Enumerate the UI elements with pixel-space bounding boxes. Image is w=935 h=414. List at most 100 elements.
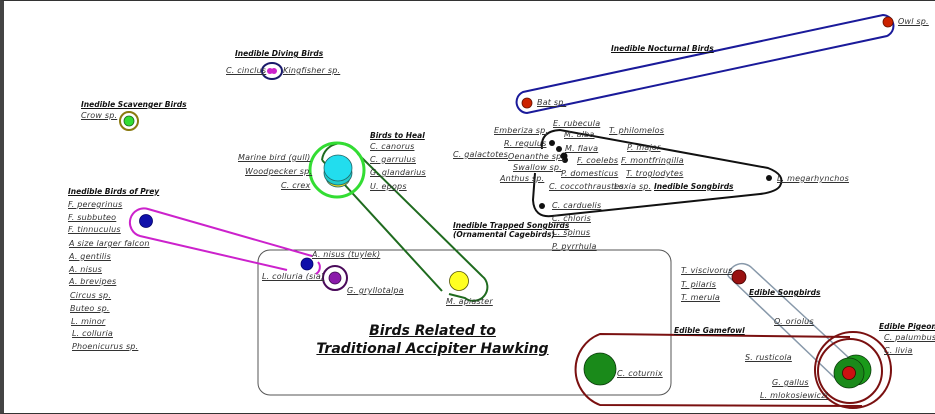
title-trapped: Inedible Trapped Songbirds (Ornamental C… — [453, 221, 570, 239]
label-epops[interactable]: U. epops — [370, 182, 407, 191]
label-garrulus[interactable]: C. garrulus — [370, 155, 416, 164]
title-songbirds: Inedible Songbirds — [654, 182, 734, 191]
nocturnal-capsule — [515, 13, 895, 115]
title-scavenger: Inedible Scavenger Birds — [81, 100, 187, 109]
a-nisus-dot — [300, 257, 314, 271]
label-prey-3[interactable]: A size larger falcon — [69, 239, 150, 248]
title-gamefowl: Edible Gamefowl — [674, 326, 745, 335]
label-prey-0[interactable]: F. peregrinus — [68, 200, 123, 209]
label-prey-5[interactable]: A. nisus — [69, 265, 103, 274]
title-pigeons: Edible Pigeons — [879, 322, 935, 331]
gamefowl-ring-inner — [817, 338, 883, 404]
label-coelebs[interactable]: F. coelebs — [577, 156, 619, 165]
label-livia[interactable]: C. livia — [884, 346, 913, 355]
label-cinclus[interactable]: C. cinclus — [226, 66, 267, 75]
label-prey-1[interactable]: F. subbuteo — [68, 213, 117, 222]
falcon-dot — [139, 214, 153, 228]
label-galactotes[interactable]: C. galactotes — [453, 150, 509, 159]
main-title-line1: Birds Related to — [369, 323, 496, 339]
scavenger-ring — [119, 111, 139, 131]
label-gallus[interactable]: G. gallus — [772, 378, 809, 387]
a-nisus-arc — [315, 261, 321, 275]
label-emberiza[interactable]: Emberiza sp. — [494, 126, 549, 135]
label-glandarius[interactable]: G. glandarius — [370, 168, 426, 177]
label-domesticus[interactable]: P. domesticus — [561, 169, 619, 178]
owl-dot — [882, 16, 894, 28]
label-apiaster[interactable]: M. apiaster — [446, 297, 493, 306]
label-coccothraustes[interactable]: C. coccothraustes — [549, 182, 624, 191]
label-woodpecker[interactable]: Woodpecker sp. — [245, 167, 313, 176]
main-title-line2: Traditional Accipiter Hawking — [316, 341, 549, 357]
title-trapped-line2: (Ornamental Cagebirds) — [453, 230, 555, 239]
label-l-colluria-sia[interactable]: L. colluria (sia) — [262, 272, 325, 281]
label-prey-6[interactable]: A. brevipes — [69, 277, 117, 286]
label-chloris[interactable]: C. chloris — [552, 214, 591, 223]
title-diving: Inedible Diving Birds — [235, 49, 324, 58]
songbird-dot-2 — [556, 146, 562, 152]
title-heal: Birds to Heal — [370, 131, 425, 140]
label-prey-10[interactable]: L. colluria — [72, 329, 113, 338]
label-owl[interactable]: Owl sp. — [898, 17, 929, 26]
songbird-dot-1 — [549, 140, 555, 146]
prey-capsule — [128, 207, 313, 271]
title-nocturnal: Inedible Nocturnal Birds — [611, 44, 714, 53]
label-oriolus[interactable]: O. oriolus — [774, 317, 814, 326]
label-rusticola[interactable]: S. rusticola — [745, 353, 792, 362]
diving-ring — [261, 62, 283, 80]
label-crex[interactable]: C. crex — [281, 181, 311, 190]
apiaster-dot — [449, 271, 469, 291]
label-prey-8[interactable]: Buteo sp. — [70, 304, 110, 313]
label-philomelos[interactable]: T. philomelos — [609, 126, 665, 135]
label-gryllotalpa[interactable]: G. gryllotalpa — [347, 286, 404, 295]
label-prey-11[interactable]: Phoenicurus sp. — [72, 342, 139, 351]
hawking-box — [257, 249, 672, 396]
heal-group — [308, 141, 489, 302]
gryllotalpa-group — [322, 265, 348, 291]
label-bat[interactable]: Bat sp. — [537, 98, 567, 107]
heal-ring — [308, 141, 366, 199]
coturnix-dot — [583, 352, 617, 386]
viscivorus-dot — [731, 269, 747, 285]
songbirds-group — [531, 128, 783, 218]
label-rubecula[interactable]: E. rubecula — [553, 119, 601, 128]
label-regulus[interactable]: R. regulus — [504, 139, 547, 148]
diving-group — [261, 62, 283, 80]
label-canorus[interactable]: C. canorus — [370, 142, 415, 151]
label-montfringilla[interactable]: F. montfringilla — [621, 156, 684, 165]
label-prey-2[interactable]: F. tinnuculus — [68, 225, 121, 234]
gryllotalpa-dot — [328, 271, 342, 285]
label-a-nisus-tuylek[interactable]: A. nisus (tuylek) — [312, 250, 381, 259]
label-crow[interactable]: Crow sp. — [81, 111, 118, 120]
kingfisher-dot — [271, 68, 277, 74]
label-swallow[interactable]: Swallow sp. — [513, 163, 562, 172]
label-megarhynchos[interactable]: L. megarhynchos — [777, 174, 849, 183]
label-spinus[interactable]: C. spinus — [552, 228, 591, 237]
label-loxia[interactable]: Loxia sp. — [614, 182, 652, 191]
label-prey-4[interactable]: A. gentilis — [69, 252, 111, 261]
gamefowl-ring-outer — [814, 331, 892, 409]
carduelis-dot — [539, 203, 545, 209]
label-viscivorus[interactable]: T. viscivorus — [681, 266, 733, 275]
label-coturnix[interactable]: C. coturnix — [617, 369, 663, 378]
label-troglodytes[interactable]: T. troglodytes — [626, 169, 684, 178]
megarhynchos-dot — [766, 175, 772, 181]
label-kingfisher[interactable]: Kingfisher sp. — [283, 66, 341, 75]
gryllotalpa-ring — [322, 265, 348, 291]
label-palumbus[interactable]: C. palumbus — [884, 333, 935, 342]
label-gull[interactable]: Marine bird (gull) — [238, 153, 311, 162]
label-pilaris[interactable]: T. pilaris — [681, 280, 717, 289]
label-prey-9[interactable]: L. minor — [71, 317, 106, 326]
label-pyrrhula[interactable]: P. pyrrhula — [552, 242, 597, 251]
label-carduelis[interactable]: C. carduelis — [552, 201, 602, 210]
label-major[interactable]: P. major — [627, 143, 661, 152]
label-flava[interactable]: M. flava — [565, 144, 599, 153]
label-alba[interactable]: M. alba — [564, 130, 595, 139]
label-merula[interactable]: T. merula — [681, 293, 721, 302]
gallus-dot — [842, 366, 856, 380]
label-anthus[interactable]: Anthus sp. — [500, 174, 545, 183]
bat-dot — [521, 97, 533, 109]
label-mlokosiewiczi[interactable]: L. mlokosiewiczi — [760, 391, 829, 400]
label-prey-7[interactable]: Circus sp. — [70, 291, 112, 300]
title-trapped-line1: Inedible Trapped Songbirds — [453, 221, 570, 230]
label-oenanthe[interactable]: Oenanthe sp. — [508, 152, 565, 161]
